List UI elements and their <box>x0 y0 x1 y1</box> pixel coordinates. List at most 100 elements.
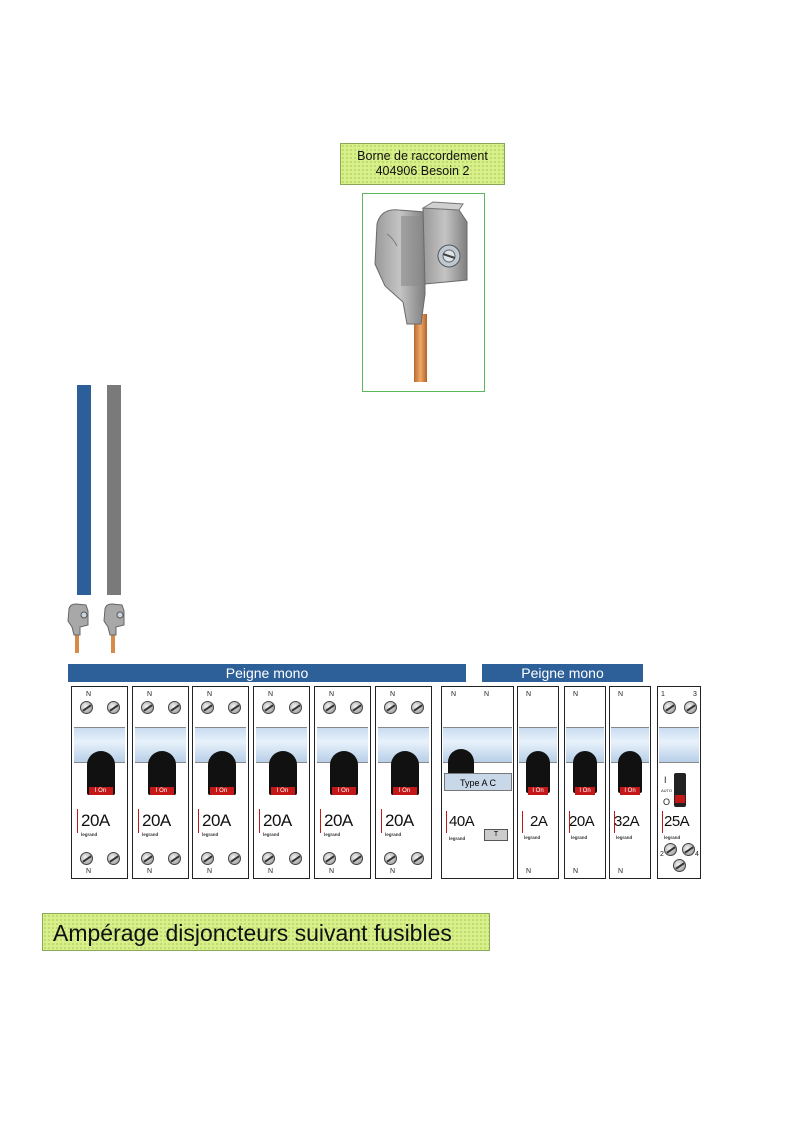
contactor-switch[interactable] <box>674 773 686 807</box>
terminal-screw-icon <box>168 701 181 714</box>
terminal-screw-icon <box>673 859 686 872</box>
breaker-switch-label: I On <box>270 787 295 795</box>
terminal-screw-icon <box>262 852 275 865</box>
terminal-label-bottom: N <box>526 868 532 875</box>
terminal-screw-icon <box>262 701 275 714</box>
test-button: T <box>484 829 508 841</box>
brand-logo: legrand <box>324 832 341 837</box>
terminal-label-top: N <box>573 691 579 698</box>
breaker-switch-label: I On <box>331 787 356 795</box>
terminal-screw-icon <box>663 701 676 714</box>
terminal-screw-icon <box>107 852 120 865</box>
brand-logo: legrand <box>385 832 402 837</box>
terminal-screw-icon <box>228 852 241 865</box>
terminal-screw-icon <box>141 701 154 714</box>
terminal-screw-icon <box>289 852 302 865</box>
terminal-number: 4 <box>695 851 699 858</box>
red-indicator <box>320 809 321 833</box>
terminal-label-bottom: N <box>329 868 335 875</box>
differential-lever <box>448 749 474 773</box>
borne-small-icon <box>67 603 89 653</box>
red-indicator <box>381 809 382 833</box>
breaker-rating: 20A <box>324 811 353 830</box>
terminal-label-bottom: N <box>268 868 274 875</box>
breaker-rating: 20A <box>202 811 231 830</box>
blue-busbar <box>77 385 91 595</box>
terminal-screw-icon <box>350 852 363 865</box>
terminal-label-top: N <box>390 691 396 698</box>
breaker-switch-label: I On <box>575 787 595 795</box>
breaker-rating: 20A <box>81 811 110 830</box>
borne-small-right <box>102 601 126 653</box>
red-indicator <box>569 811 570 833</box>
terminal-label-bottom: N <box>390 868 396 875</box>
contactor-window <box>659 727 699 763</box>
terminal-label-bottom: N <box>147 868 153 875</box>
terminal-label-bottom: N <box>207 868 213 875</box>
brand-logo: legrand <box>616 835 633 840</box>
terminal-label-bottom: N <box>618 868 624 875</box>
peigne-left: Peigne mono <box>68 664 466 682</box>
red-indicator <box>662 811 663 833</box>
terminal-screw-icon <box>323 852 336 865</box>
breaker-switch-label: I On <box>88 787 113 795</box>
breaker-switch-label: I On <box>149 787 174 795</box>
terminal-screw-icon <box>80 852 93 865</box>
red-indicator <box>446 811 447 833</box>
terminal-screw-icon <box>350 701 363 714</box>
terminal-label-top: N <box>268 691 274 698</box>
terminal-number: 2 <box>660 851 664 858</box>
terminal-number: 1 <box>661 691 665 698</box>
part-label: Borne de raccordement 404906 Besoin 2 <box>340 143 505 185</box>
brand-logo: legrand <box>81 832 98 837</box>
terminal-label-top: N <box>147 691 153 698</box>
borne-icon <box>374 201 468 382</box>
breaker-switch-label: I On <box>392 787 417 795</box>
breaker-rating: 20A <box>142 811 171 830</box>
terminal-screw-icon <box>141 852 154 865</box>
part-label-name: Borne de raccordement <box>357 149 488 163</box>
contactor-rating: 25A <box>664 813 690 830</box>
terminal-label-bottom: N <box>86 868 92 875</box>
terminal-screw-icon <box>323 701 336 714</box>
terminal-label-bottom: N <box>573 868 579 875</box>
brand-logo: legrand <box>449 836 466 841</box>
position-auto: AUTO <box>661 788 673 793</box>
red-indicator <box>198 809 199 833</box>
red-indicator <box>77 809 78 833</box>
breaker-lever <box>618 751 642 793</box>
red-indicator <box>522 811 523 833</box>
breaker-rating: 20A <box>263 811 292 830</box>
breaker-switch-label: I On <box>620 787 640 795</box>
red-indicator <box>138 809 139 833</box>
breaker-rating: 2A <box>530 813 548 830</box>
red-indicator <box>259 809 260 833</box>
brand-logo: legrand <box>664 835 681 840</box>
breaker-switch-label: I On <box>528 787 548 795</box>
terminal-label-top: N <box>451 691 457 698</box>
brand-logo: legrand <box>202 832 219 837</box>
borne-small-icon <box>103 603 125 653</box>
terminal-screw-icon <box>289 701 302 714</box>
brand-logo: legrand <box>524 835 541 840</box>
terminal-screw-icon <box>411 852 424 865</box>
terminal-screw-icon <box>682 843 695 856</box>
terminal-label-top: N <box>484 691 490 698</box>
terminal-screw-icon <box>201 701 214 714</box>
terminal-screw-icon <box>664 843 677 856</box>
terminal-number: 3 <box>693 691 697 698</box>
part-label-ref: 404906 Besoin 2 <box>375 164 470 178</box>
position-off: O <box>663 797 671 807</box>
terminal-label-top: N <box>618 691 624 698</box>
breaker-switch-label: I On <box>209 787 234 795</box>
peigne-right: Peigne mono <box>482 664 643 682</box>
terminal-label-top: N <box>329 691 335 698</box>
breaker-rating: 32A <box>614 813 640 830</box>
